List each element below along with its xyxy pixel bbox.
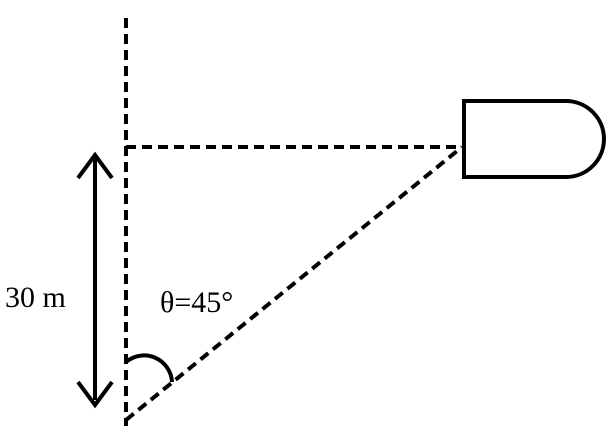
height-arrow: [76, 151, 114, 409]
angle-label: θ=45°: [160, 286, 234, 319]
object-shape: [462, 99, 606, 179]
angle-arc: [124, 353, 174, 383]
hypotenuse-dashed-line: [124, 145, 464, 422]
height-label: 30 m: [5, 281, 66, 314]
